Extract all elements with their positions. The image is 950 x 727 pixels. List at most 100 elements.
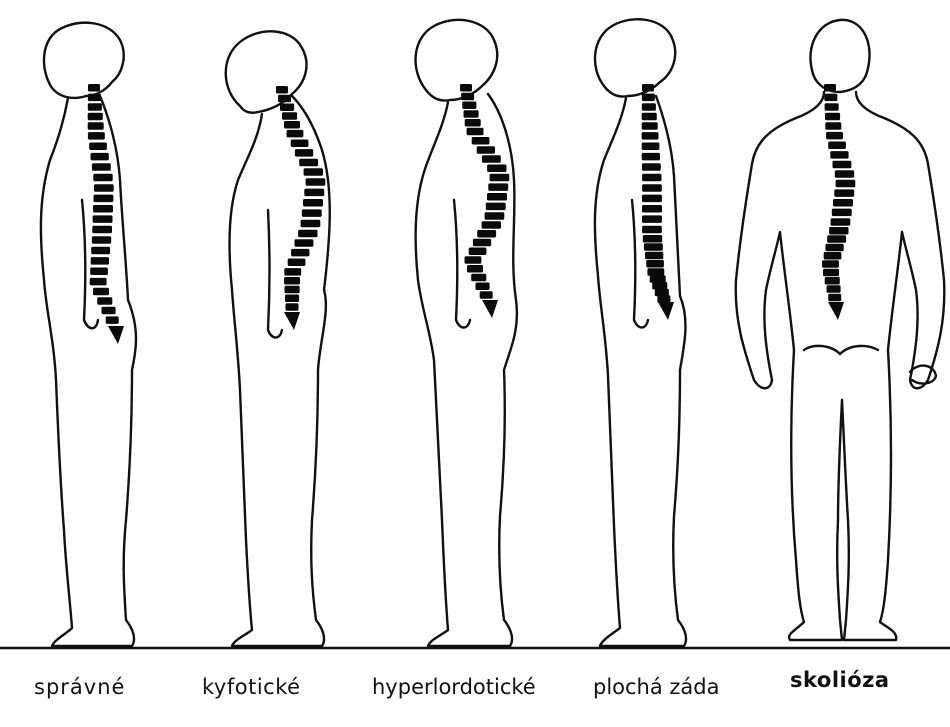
vertebra-skolioza (833, 161, 852, 169)
vertebra-hyperlordoticke (490, 174, 510, 182)
sacrum-kyfoticke (284, 312, 300, 330)
vertebra-hyperlordoticke (471, 274, 486, 282)
vertebra-spravne (94, 184, 114, 192)
vertebra-spravne (88, 113, 103, 121)
head-hyperlordoticke (416, 20, 498, 101)
vertebra-skolioza (825, 244, 843, 252)
vertebra-spravne (91, 257, 109, 265)
vertebra-plocha-zada (642, 132, 659, 140)
vertebra-kyfoticke (295, 149, 313, 157)
vertebra-spravne (93, 205, 113, 213)
vertebra-skolioza (833, 199, 853, 207)
vertebra-spravne (97, 297, 112, 305)
head-plocha-zada (595, 19, 675, 96)
vertebra-spravne (106, 316, 119, 324)
vertebra-hyperlordoticke (465, 256, 482, 264)
vertebra-skolioza (824, 252, 842, 260)
vertebra-kyfoticke (287, 130, 304, 138)
vertebra-kyfoticke (304, 189, 324, 197)
vertebra-plocha-zada (642, 163, 661, 171)
vertebra-hyperlordoticke (482, 155, 501, 163)
vertebra-spravne (91, 153, 109, 161)
vertebra-kyfoticke (302, 209, 322, 217)
vertebra-hyperlordoticke (485, 212, 505, 220)
vertebra-kyfoticke (285, 286, 300, 294)
head-spravne (44, 23, 124, 98)
vertebra-kyfoticke (291, 249, 309, 257)
caption-plocha-zada: plochá záda (593, 675, 720, 699)
vertebra-plocha-zada (646, 260, 664, 268)
body-outline-spravne (41, 96, 136, 646)
vertebra-spravne (91, 247, 110, 255)
vertebra-hyperlordoticke (486, 203, 506, 211)
vertebra-kyfoticke (276, 86, 288, 94)
vertebra-skolioza (830, 151, 848, 159)
vertebra-skolioza (831, 218, 851, 226)
vertebra-kyfoticke (278, 95, 291, 103)
vertebra-spravne (88, 132, 105, 140)
vertebra-hyperlordoticke (461, 93, 474, 101)
vertebra-kyfoticke (285, 295, 299, 303)
vertebra-plocha-zada (642, 113, 657, 121)
vertebra-plocha-zada (642, 215, 662, 223)
vertebra-hyperlordoticke (477, 146, 495, 154)
vertebra-skolioza (824, 84, 836, 92)
vertebra-kyfoticke (280, 104, 294, 112)
sacrum-spravne (108, 326, 124, 344)
sacrum-hyperlordoticke (482, 300, 498, 318)
vertebra-hyperlordoticke (477, 230, 496, 238)
sacrum-skolioza (828, 302, 844, 320)
vertebra-kyfoticke (299, 159, 318, 167)
vertebra-plocha-zada (655, 289, 669, 297)
vertebra-plocha-zada (642, 205, 662, 213)
vertebra-plocha-zada (642, 184, 662, 192)
vertebra-plocha-zada (644, 243, 663, 251)
body-outline-plocha-zada (595, 96, 686, 646)
vertebra-hyperlordoticke (469, 248, 487, 256)
vertebra-kyfoticke (282, 112, 297, 120)
figure-plocha-zada (595, 19, 686, 646)
vertebra-spravne (88, 94, 101, 102)
vertebra-plocha-zada (652, 282, 667, 290)
vertebra-plocha-zada (642, 143, 660, 151)
vertebra-kyfoticke (288, 259, 306, 267)
vertebra-hyperlordoticke (467, 265, 483, 273)
vertebra-plocha-zada (642, 122, 658, 130)
caption-spravne: správné (34, 675, 125, 699)
head-skolioza (810, 20, 869, 92)
vertebra-plocha-zada (643, 235, 662, 243)
vertebra-hyperlordoticke (462, 102, 476, 110)
vertebra-kyfoticke (284, 277, 300, 285)
vertebra-plocha-zada (645, 252, 663, 260)
vertebra-skolioza (829, 227, 848, 235)
vertebra-hyperlordoticke (476, 283, 490, 291)
vertebra-kyfoticke (306, 178, 326, 186)
figure-skolioza (736, 20, 945, 640)
vertebra-spravne (93, 288, 109, 296)
vertebra-spravne (90, 268, 108, 276)
vertebra-kyfoticke (286, 303, 299, 311)
hand-skolioza (910, 366, 936, 384)
vertebra-skolioza (827, 285, 841, 293)
vertebra-skolioza (825, 113, 840, 121)
vertebra-hyperlordoticke (473, 239, 491, 247)
vertebra-hyperlordoticke (482, 221, 501, 229)
vertebra-plocha-zada (647, 268, 664, 276)
vertebra-kyfoticke (284, 121, 300, 129)
vertebra-skolioza (835, 170, 854, 178)
vertebra-plocha-zada (642, 84, 654, 92)
vertebra-plocha-zada (642, 94, 655, 102)
vertebra-spravne (92, 236, 111, 244)
vertebra-skolioza (836, 180, 856, 188)
vertebra-skolioza (825, 277, 840, 285)
vertebra-kyfoticke (291, 140, 309, 148)
vertebra-hyperlordoticke (472, 137, 490, 145)
vertebra-skolioza (828, 142, 846, 150)
arm-kyfoticke (268, 210, 282, 338)
vertebra-skolioza (825, 122, 841, 130)
vertebra-skolioza (825, 103, 839, 111)
vertebra-spravne (90, 278, 107, 286)
vertebra-spravne (88, 122, 104, 130)
vertebra-plocha-zada (642, 195, 662, 203)
